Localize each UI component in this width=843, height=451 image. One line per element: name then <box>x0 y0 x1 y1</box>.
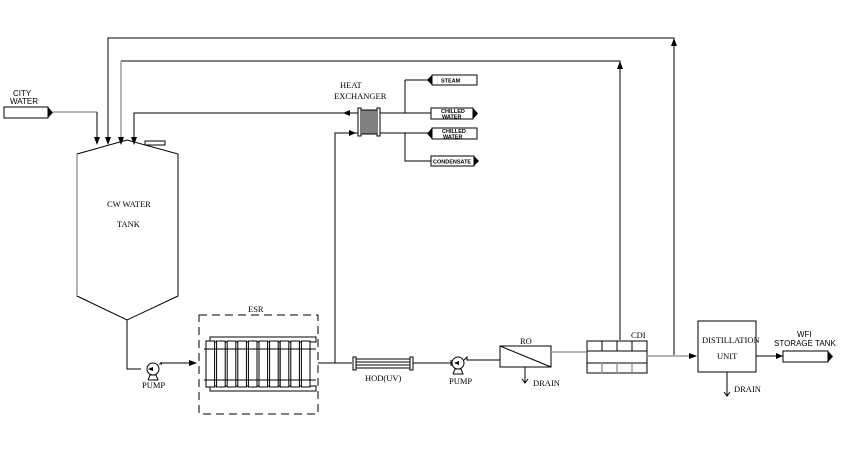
distillation-label-1: DISTILLATION <box>702 335 760 345</box>
esr-cell <box>300 340 311 388</box>
condensate-tag: CONDENSATE <box>430 155 479 167</box>
chilled-water-in-tag: CHILLED WATER <box>427 127 478 141</box>
pump-1-label: PUMP <box>142 380 165 390</box>
city-water-source: CITY WATER <box>3 89 100 145</box>
pump-2-label: PUMP <box>449 376 472 386</box>
wfi-label-1: WFI <box>797 330 812 339</box>
esr-cell <box>269 340 279 388</box>
hx-plate-frame <box>360 109 378 135</box>
chilled-water-out-label-1: CHILLED <box>441 109 465 115</box>
esr-cell-stack <box>204 336 317 392</box>
esr-cell <box>258 340 269 388</box>
ro-label: RO <box>520 336 532 346</box>
esr-cell <box>205 340 216 388</box>
distillation-drain-label: DRAIN <box>734 384 761 394</box>
cw-tank-label-2: TANK <box>117 219 141 229</box>
condensate-label: CONDENSATE <box>433 160 471 166</box>
esr-cell <box>216 340 226 388</box>
pump-1: PUMP <box>142 360 197 390</box>
chilled-water-out-label-2: WATER <box>442 115 461 121</box>
esr-cell <box>237 340 247 388</box>
distillation-unit: DISTILLATION UNIT DRAIN <box>697 320 783 397</box>
inner-recirculation-line <box>118 60 623 340</box>
hx-return-line <box>131 110 358 145</box>
cdi-label: CDI <box>631 330 646 340</box>
heat-exchanger: HEAT EXCHANGER <box>334 79 431 162</box>
ro-drain-label: DRAIN <box>533 378 560 388</box>
cw-tank-label-1: CW WATER <box>107 199 151 209</box>
cdi-unit: CDI <box>586 330 697 374</box>
hod-uv-unit: HOD(UV) <box>352 356 451 383</box>
city-water-label-2: WATER <box>10 97 38 106</box>
hod-uv-label: HOD(UV) <box>365 373 402 383</box>
steam-tag: STEAM <box>427 74 478 86</box>
cw-water-tank: CW WATER TANK <box>76 139 179 370</box>
chilled-water-in-label-2: WATER <box>443 135 462 141</box>
chilled-water-in-label-1: CHILLED <box>442 129 466 135</box>
hx-plates <box>360 109 378 135</box>
outer-recirculation-line <box>105 37 677 355</box>
pump-2: PUMP <box>449 355 500 386</box>
hx-label-1: HEAT <box>340 80 363 90</box>
esr-cell <box>226 340 237 388</box>
hx-supply-line <box>334 130 358 364</box>
esr-unit: ESR <box>198 304 335 415</box>
wfi-label-2: STORAGE TANK <box>774 339 836 348</box>
esr-cell <box>247 340 258 388</box>
distillation-label-2: UNIT <box>717 351 738 361</box>
city-water-label-1: CITY <box>13 89 32 98</box>
esr-cell <box>290 340 300 388</box>
hx-label-2: EXCHANGER <box>334 91 387 101</box>
chilled-water-out-tag: CHILLED WATER <box>430 107 478 121</box>
steam-label: STEAM <box>441 79 461 85</box>
wfi-storage-tank: WFI STORAGE TANK <box>774 330 836 363</box>
esr-label: ESR <box>248 304 264 314</box>
ro-unit: RO DRAIN <box>499 336 586 388</box>
